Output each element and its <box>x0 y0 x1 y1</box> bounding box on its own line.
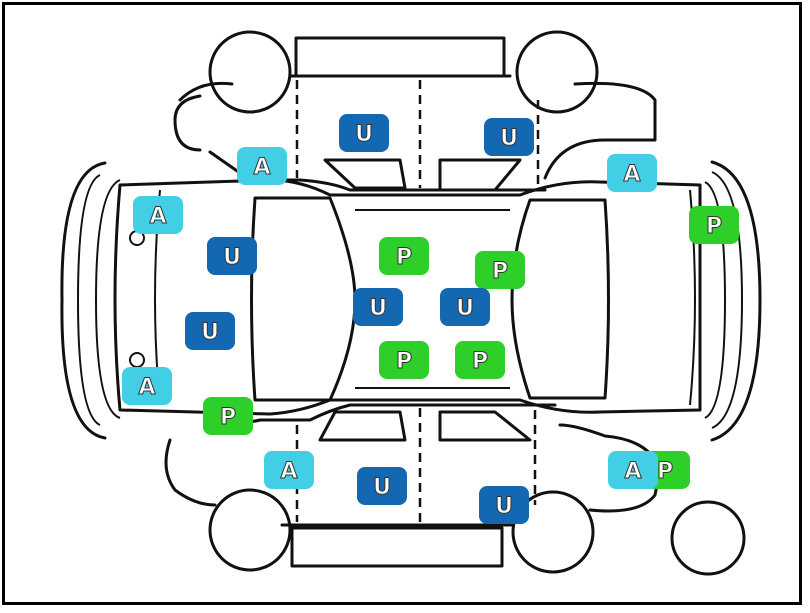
marker-label: A <box>624 459 641 484</box>
wheel-bottom-left <box>208 488 292 572</box>
marker-badge <box>122 367 172 405</box>
marker-u: U <box>339 114 389 152</box>
marker-u: U <box>185 312 235 350</box>
marker-label: A <box>623 162 640 187</box>
marker-u: U <box>484 118 534 156</box>
marker-badge <box>689 206 739 244</box>
marker-label: U <box>369 296 387 321</box>
rear-bumper-inner <box>711 171 744 429</box>
marker-badge <box>203 397 253 435</box>
wheels <box>208 30 746 576</box>
marker-u: U <box>353 288 403 326</box>
marker-label: A <box>253 155 270 180</box>
headlamp-right <box>129 352 145 368</box>
marker-badge <box>133 196 183 234</box>
marker-label: P <box>396 349 412 374</box>
marker-a: A <box>237 147 287 185</box>
marker-p: P <box>379 341 429 379</box>
marker-p: P <box>379 237 429 275</box>
top-side-outline <box>173 74 657 180</box>
marker-p: P <box>455 341 505 379</box>
marker-label: P <box>396 245 412 270</box>
marker-p: P <box>475 251 525 289</box>
marker-badge <box>339 114 389 152</box>
marker-label: A <box>149 204 166 229</box>
marker-a: A <box>608 451 658 489</box>
front-grille <box>94 179 121 419</box>
marker-label: U <box>373 475 391 500</box>
marker-badge <box>207 237 257 275</box>
windshield <box>250 196 357 402</box>
marker-badge <box>440 288 490 326</box>
marker-label: P <box>706 214 722 239</box>
marker-label: A <box>280 459 297 484</box>
marker-badge <box>607 154 657 192</box>
marker-badge <box>357 467 407 505</box>
marker-label: P <box>220 405 236 430</box>
marker-badge <box>237 147 287 185</box>
car-body-outline <box>113 178 702 416</box>
marker-badge <box>185 312 235 350</box>
front-bumper-outer <box>60 161 107 440</box>
wheel-bottom-right <box>511 490 595 574</box>
marker-badge <box>484 118 534 156</box>
bottom-side-outline <box>164 423 662 527</box>
marker-p: P <box>689 206 739 244</box>
marker-u: U <box>207 237 257 275</box>
spare-wheel <box>670 500 746 576</box>
marker-label: U <box>500 126 518 151</box>
marker-label: U <box>456 296 474 321</box>
marker-a: A <box>264 451 314 489</box>
top-rocker-panel <box>294 36 506 78</box>
marker-label: P <box>472 349 488 374</box>
top-front-window <box>323 158 407 190</box>
marker-badge <box>479 486 529 524</box>
wheel-top-right <box>515 30 599 114</box>
marker-a: A <box>122 367 172 405</box>
marker-badge <box>379 237 429 275</box>
marker-badge <box>475 251 525 289</box>
marker-label: P <box>492 259 508 284</box>
marker-label: A <box>138 375 155 400</box>
top-side-sill <box>208 150 547 192</box>
rear-bumper-trim <box>704 181 727 419</box>
marker-u: U <box>357 467 407 505</box>
marker-label: U <box>495 494 513 519</box>
marker-badge <box>608 451 658 489</box>
marker-a: A <box>607 154 657 192</box>
bottom-rocker-panel <box>290 526 504 568</box>
rear-window <box>510 198 610 400</box>
top-side-panel <box>173 36 657 192</box>
bottom-front-window <box>318 410 407 442</box>
top-rear-window <box>438 158 522 192</box>
marker-label: U <box>201 320 219 345</box>
marker-p: P <box>203 397 253 435</box>
marker-label: U <box>223 245 241 270</box>
bottom-rear-window <box>438 410 532 442</box>
marker-u: U <box>440 288 490 326</box>
wheel-top-left <box>208 30 292 114</box>
marker-u: U <box>479 486 529 524</box>
marker-label: U <box>355 122 373 147</box>
marker-label: P <box>657 459 673 484</box>
rear-bumper-outer <box>710 160 762 442</box>
marker-a: A <box>133 196 183 234</box>
marker-badge <box>379 341 429 379</box>
marker-badge <box>455 341 505 379</box>
front-bumper-inner <box>76 174 101 426</box>
marker-badge <box>353 288 403 326</box>
marker-badge <box>264 451 314 489</box>
